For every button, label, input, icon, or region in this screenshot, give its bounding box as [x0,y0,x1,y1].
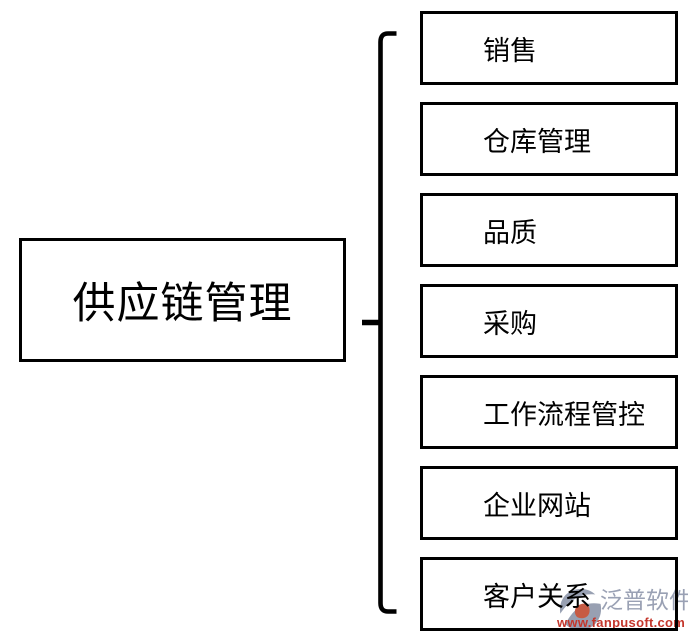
branch-node-label: 工作流程管控 [483,399,645,430]
branch-node-label: 企业网站 [483,490,591,521]
root-node-box: 供应链管理 [19,238,346,362]
branch-node-box-sales: 销售 [420,11,678,85]
root-node-label: 供应链管理 [72,280,293,328]
branch-node-box-warehouse: 仓库管理 [420,102,678,176]
branch-node-box-workflow: 工作流程管控 [420,375,678,449]
branch-node-label: 客户关系 [483,581,591,612]
branch-node-box-crm: 客户关系 [420,557,678,631]
branch-node-box-website: 企业网站 [420,466,678,540]
branch-list: 销售 仓库管理 品质 采购 工作流程管控 企业网站 客户关系 [420,11,678,631]
branch-node-label: 销售 [483,35,537,66]
branch-node-box-procurement: 采购 [420,284,678,358]
branch-node-label: 仓库管理 [483,126,591,157]
branch-node-label: 品质 [483,217,537,248]
branch-node-box-quality: 品质 [420,193,678,267]
brace-spine [378,31,397,614]
branch-node-label: 采购 [483,308,537,339]
